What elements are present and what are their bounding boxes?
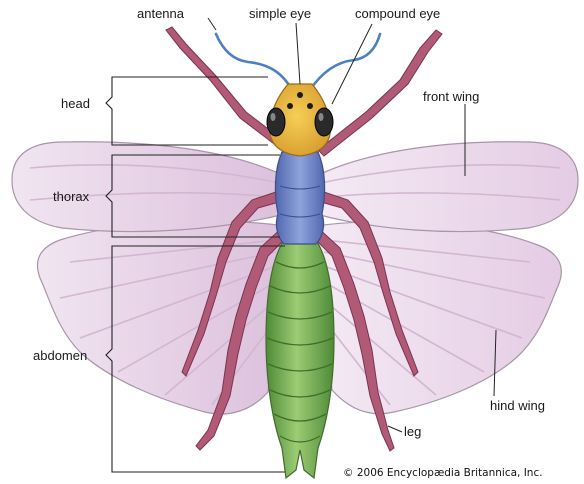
label-compound-eye: compound eye [355,6,440,21]
label-head: head [61,96,90,111]
abdomen[interactable] [266,240,334,478]
simple-eye-top[interactable] [297,92,303,98]
label-abdomen: abdomen [33,348,87,363]
simple-eye-left[interactable] [287,103,293,109]
hind-wing-left [37,221,285,414]
copyright-notice: © 2006 Encyclopædia Britannica, Inc. [343,467,543,479]
label-hind-wing: hind wing [490,398,545,413]
compound-eye-right[interactable] [315,108,333,136]
label-front-wing: front wing [423,89,479,104]
antennae [216,34,380,90]
label-antenna: antenna [137,6,185,21]
simple-eye-right[interactable] [307,103,313,109]
label-thorax: thorax [53,189,90,204]
antenna-left[interactable] [216,34,292,90]
label-leg: leg [404,424,421,439]
head[interactable] [267,84,333,156]
antenna-right[interactable] [310,34,380,90]
thorax[interactable] [275,152,324,244]
label-simple-eye: simple eye [249,6,311,21]
compound-eye-left[interactable] [267,108,285,136]
